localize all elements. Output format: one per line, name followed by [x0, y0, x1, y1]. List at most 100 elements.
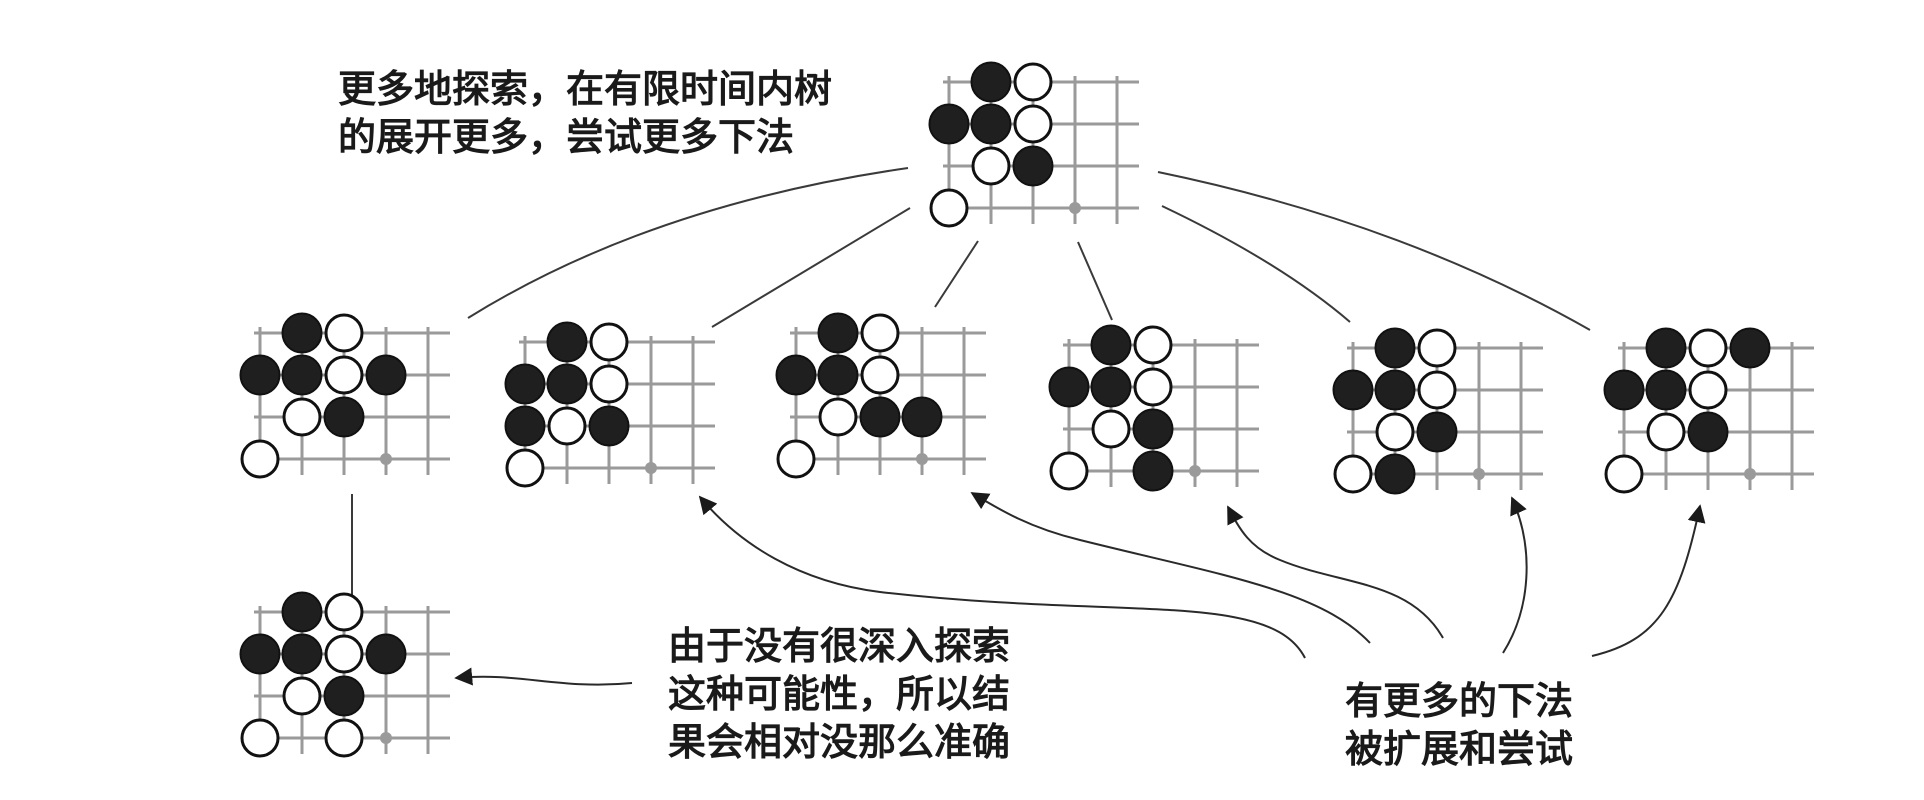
arrows — [454, 492, 1706, 686]
caption-explore-more: 更多地探索，在有限时间内树 的展开更多，尝试更多下法 — [338, 65, 832, 161]
black-stone — [546, 363, 588, 405]
black-stone — [588, 405, 630, 447]
white-stone — [929, 188, 969, 228]
tree-edges — [351, 167, 1591, 597]
arrow-to-child-5 — [1502, 496, 1528, 654]
white-stone — [1604, 454, 1644, 494]
white-stone — [971, 146, 1011, 186]
arrow-to-child-3 — [970, 492, 1371, 644]
board-child-3 — [775, 312, 986, 479]
star-point — [1473, 468, 1485, 480]
black-stone — [970, 61, 1012, 103]
caption-less-accurate: 由于没有很深入探索 这种可能性，所以结 果会相对没那么准确 — [668, 622, 1010, 766]
star-point — [916, 453, 928, 465]
white-stone — [1049, 451, 1089, 491]
black-stone — [1416, 411, 1458, 453]
black-stone — [546, 321, 588, 363]
white-stone — [1417, 328, 1457, 368]
black-stone — [1048, 366, 1090, 408]
star-point — [1744, 468, 1756, 480]
white-stone — [860, 313, 900, 353]
board-grandchild-1 — [239, 591, 450, 758]
white-stone — [1688, 370, 1728, 410]
caption-explore-more-line-2: 的展开更多，尝试更多下法 — [338, 115, 795, 159]
black-stone — [1374, 327, 1416, 369]
white-stone — [547, 406, 587, 446]
white-stone — [324, 634, 364, 674]
arrow-to-child-2 — [698, 495, 1306, 659]
white-stone — [589, 322, 629, 362]
caption-more-moves-expanded: 有更多的下法 被扩展和尝试 — [1345, 677, 1573, 773]
star-point — [1069, 202, 1081, 214]
arrow-to-child-4 — [1227, 505, 1444, 639]
white-stone — [1375, 412, 1415, 452]
black-stone — [859, 396, 901, 438]
caption-more-moves-line-1: 有更多的下法 — [1345, 679, 1574, 723]
white-stone — [860, 355, 900, 395]
black-stone — [323, 396, 365, 438]
white-stone — [240, 439, 280, 479]
black-stone — [1132, 408, 1174, 450]
black-stone — [901, 396, 943, 438]
star-point — [645, 462, 657, 474]
black-stone — [281, 354, 323, 396]
white-stone — [324, 355, 364, 395]
board-root — [928, 61, 1139, 228]
black-stone — [775, 354, 817, 396]
white-stone — [1133, 325, 1173, 365]
black-stone — [1132, 450, 1174, 492]
black-stone — [1374, 369, 1416, 411]
caption-more-moves-line-2: 被扩展和尝试 — [1345, 727, 1574, 771]
white-stone — [505, 448, 545, 488]
black-stone — [1012, 145, 1054, 187]
board-child-2 — [504, 321, 715, 488]
arrow-to-grandchild-1 — [454, 667, 633, 686]
edge-root-child-2 — [711, 207, 911, 328]
caption-less-accurate-line-3: 果会相对没那么准确 — [668, 720, 1011, 764]
black-stone — [1687, 411, 1729, 453]
black-stone — [239, 633, 281, 675]
edge-root-child-1 — [467, 167, 909, 319]
white-stone — [818, 397, 858, 437]
black-stone — [928, 103, 970, 145]
black-stone — [1729, 327, 1771, 369]
board-child-5 — [1332, 327, 1543, 495]
white-stone — [324, 313, 364, 353]
board-child-4 — [1048, 324, 1259, 492]
caption-explore-more-line-1: 更多地探索，在有限时间内树 — [338, 67, 833, 111]
black-stone — [1645, 327, 1687, 369]
edge-root-child-5 — [1161, 205, 1351, 323]
black-stone — [970, 103, 1012, 145]
white-stone — [1417, 370, 1457, 410]
black-stone — [1090, 366, 1132, 408]
black-stone — [281, 312, 323, 354]
edge-root-child-3 — [934, 240, 979, 308]
black-stone — [281, 591, 323, 633]
star-point — [380, 732, 392, 744]
black-stone — [323, 675, 365, 717]
white-stone — [1688, 328, 1728, 368]
white-stone — [282, 397, 322, 437]
black-stone — [817, 354, 859, 396]
black-stone — [504, 363, 546, 405]
edge-root-child-4 — [1077, 241, 1113, 321]
white-stone — [1091, 409, 1131, 449]
star-point — [380, 453, 392, 465]
board-child-6 — [1603, 327, 1814, 494]
black-stone — [1603, 369, 1645, 411]
white-stone — [1646, 412, 1686, 452]
board-child-1 — [239, 312, 450, 479]
black-stone — [281, 633, 323, 675]
black-stone — [1374, 453, 1416, 495]
white-stone — [324, 718, 364, 758]
star-point — [1189, 465, 1201, 477]
white-stone — [776, 439, 816, 479]
black-stone — [239, 354, 281, 396]
black-stone — [817, 312, 859, 354]
edge-root-child-6 — [1157, 171, 1591, 331]
caption-less-accurate-line-2: 这种可能性，所以结 — [668, 672, 1011, 716]
white-stone — [1013, 62, 1053, 102]
black-stone — [504, 405, 546, 447]
